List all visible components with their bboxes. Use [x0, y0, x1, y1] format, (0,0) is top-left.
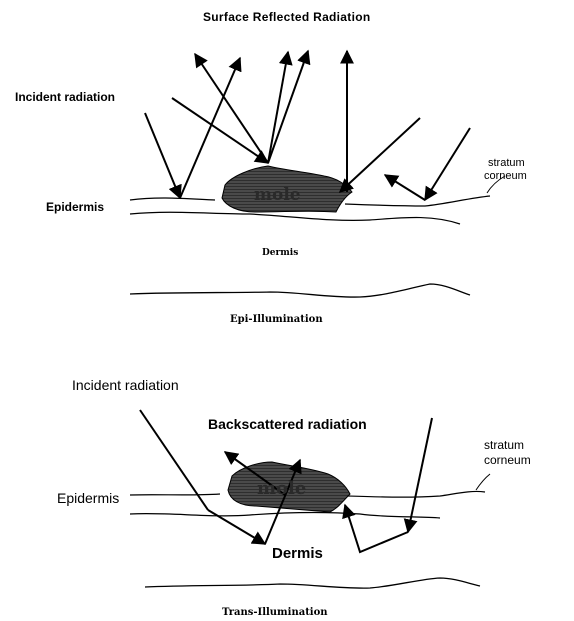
trans-epidermis-lower-line [130, 513, 440, 518]
epi-corneum-label: corneum [484, 171, 527, 182]
epi-epidermis-lower-line [130, 212, 460, 224]
trans-backscattered-label: Backscattered radiation [208, 417, 367, 431]
epi-reflected-ray-2 [195, 54, 268, 163]
epi-reflected-ray-1 [180, 58, 240, 198]
trans-epidermis-label: Epidermis [57, 491, 119, 505]
epi-dermis-label: Dermis [262, 249, 298, 258]
epi-stratum-label: stratum [488, 158, 525, 169]
epi-surface-reflected-label: Surface Reflected Radiation [203, 11, 370, 23]
trans-corneum-label: corneum [484, 454, 531, 466]
epi-incident-ray-3 [340, 118, 420, 192]
epi-reflected-ray-4 [268, 51, 308, 163]
epi-reflected-ray-3 [268, 52, 288, 163]
epi-illumination-panel [130, 51, 505, 297]
epi-dermis-boundary-line [130, 284, 470, 297]
trans-dermis-boundary-line [145, 578, 480, 588]
trans-incident-ray-right [408, 418, 432, 532]
epi-incident-radiation-label: Incident radiation [15, 91, 115, 103]
epi-incident-ray-2 [172, 98, 268, 163]
epi-reflected-ray-6 [385, 175, 425, 200]
epi-epidermis-label: Epidermis [46, 201, 104, 213]
epi-incident-ray-1 [145, 113, 180, 198]
trans-illumination-caption: Trans-Illumination [222, 608, 328, 618]
epi-illumination-caption: Epi-Illumination [230, 315, 323, 325]
trans-mole-label: mole [257, 480, 306, 498]
trans-stratum-pointer [476, 474, 490, 490]
epi-mole-label: mole [254, 187, 301, 204]
epi-incident-ray-4 [425, 128, 470, 200]
trans-stratum-label: stratum [484, 439, 524, 451]
trans-scatter-path-right [345, 505, 408, 552]
trans-dermis-label: Dermis [272, 546, 323, 561]
trans-incident-radiation-label: Incident radiation [72, 378, 179, 392]
